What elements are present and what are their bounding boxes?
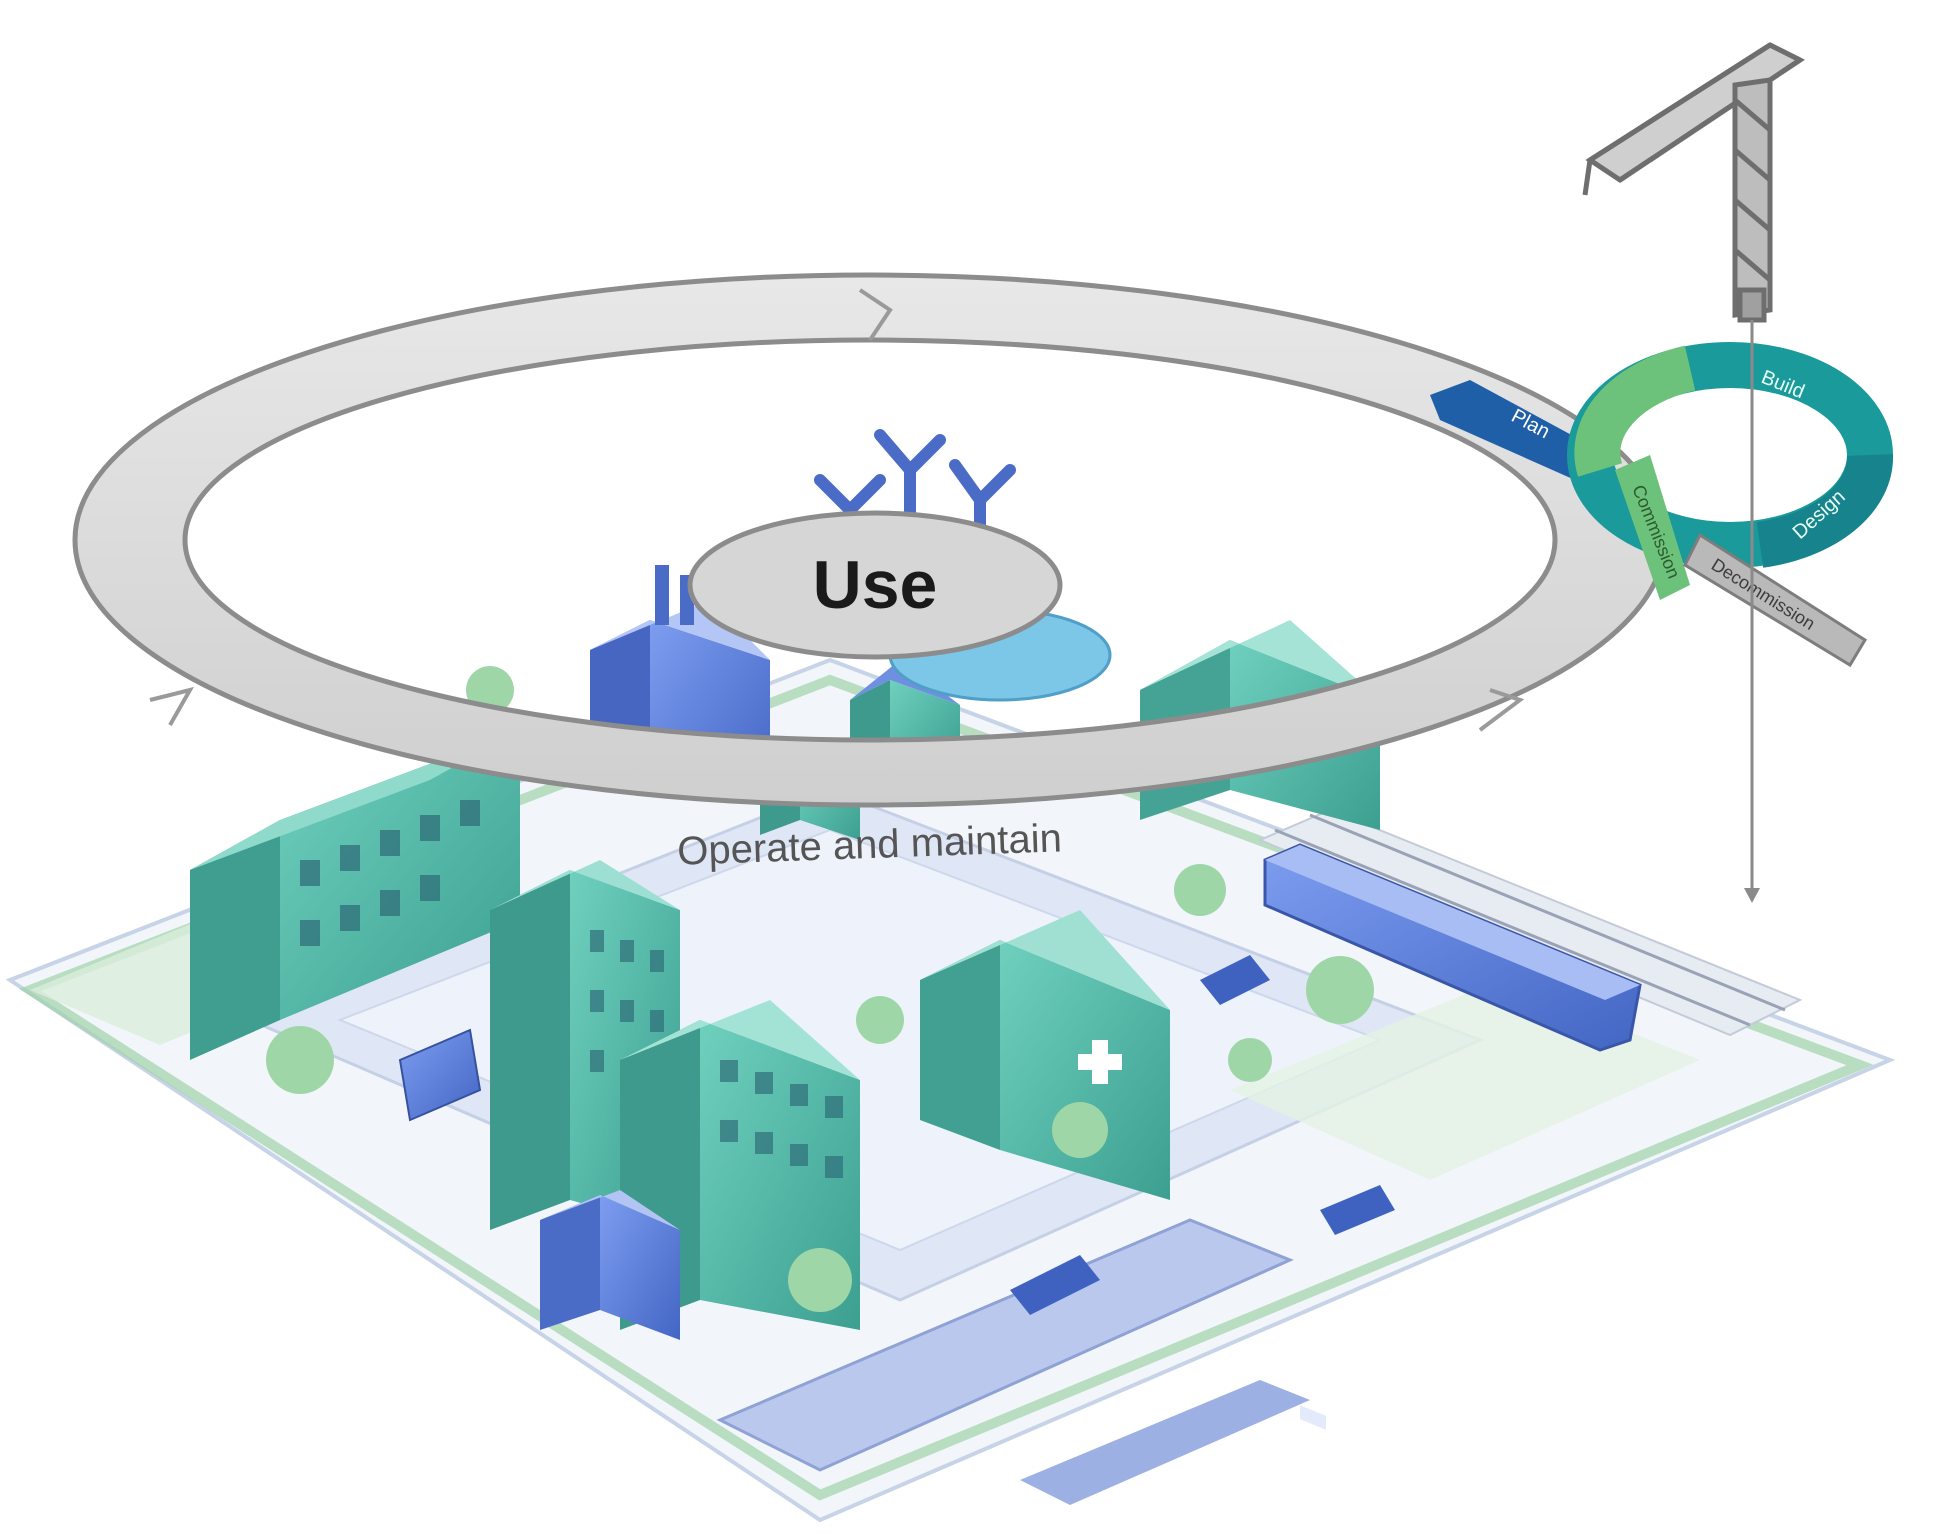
- outer-lifecycle-ring: [72, 272, 1668, 808]
- plan-ribbon: [1430, 380, 1590, 480]
- building-blue-small: [540, 1190, 680, 1340]
- project-lifecycle-ring: [1430, 342, 1894, 668]
- center-label: Use: [813, 547, 938, 623]
- decommission-bar: [1683, 532, 1868, 668]
- commission-ribbon: [1615, 455, 1690, 600]
- center-use-node: [687, 510, 1063, 660]
- train-icon: [1263, 843, 1642, 1430]
- building-hospital: [920, 910, 1170, 1200]
- building-left-block: [190, 730, 520, 1060]
- truck-icon: [398, 1028, 482, 1122]
- crane-drop-line: [1744, 320, 1760, 903]
- tree-icon: [266, 666, 1374, 1312]
- car-icon: [1010, 955, 1395, 1315]
- hospital-cross-icon: [1078, 1040, 1122, 1084]
- construction-crane-icon: [1582, 42, 1805, 323]
